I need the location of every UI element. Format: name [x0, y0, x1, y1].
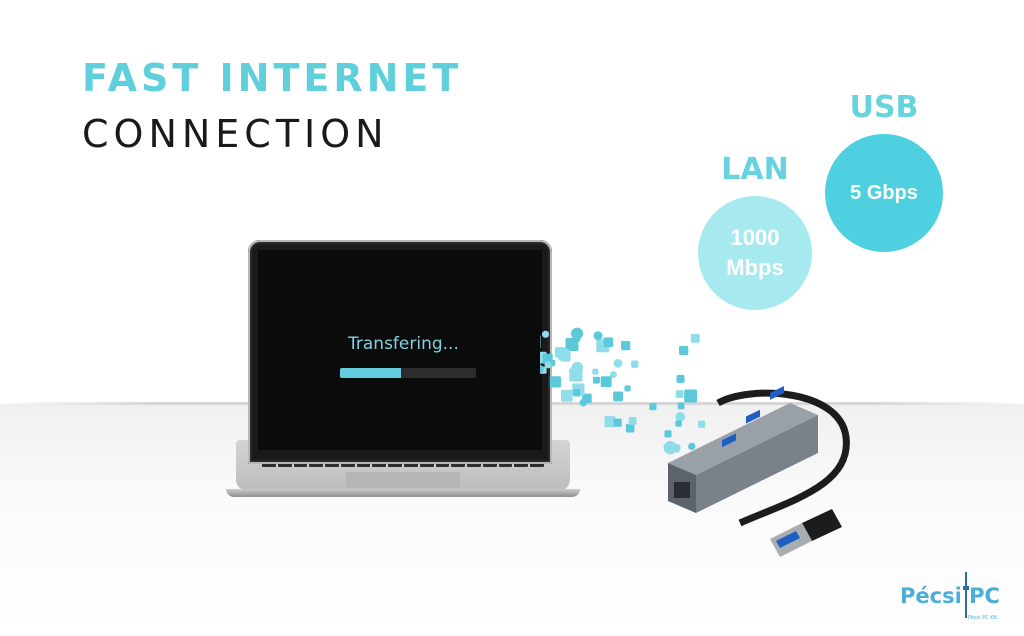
app-icon	[675, 412, 686, 422]
usb-cable	[716, 389, 850, 527]
app-icon	[613, 391, 624, 402]
usb-speed-badge: 5 Gbps	[825, 134, 943, 252]
app-icon	[613, 359, 623, 368]
app-icon	[603, 337, 614, 348]
app-icon	[609, 371, 617, 379]
app-icon	[671, 443, 681, 453]
app-icon	[554, 347, 566, 358]
app-icon	[690, 333, 700, 343]
transfer-progress-fill	[340, 368, 402, 378]
app-icon	[688, 442, 696, 451]
app-icon	[675, 390, 684, 398]
app-icon	[631, 360, 639, 368]
app-icon	[664, 430, 672, 438]
app-icon	[604, 416, 616, 428]
usb-plug	[770, 509, 842, 557]
app-icon	[624, 385, 631, 392]
headline-line-1: FAST INTERNET	[82, 56, 463, 100]
app-icon	[676, 374, 685, 383]
usb-hub-icon	[540, 327, 850, 557]
usb-port-icon	[722, 433, 736, 448]
app-icon	[573, 389, 581, 397]
lan-label: LAN	[721, 152, 789, 187]
app-icon	[572, 335, 581, 343]
app-icon	[560, 389, 573, 402]
app-icon	[613, 418, 622, 427]
app-icon	[592, 368, 599, 375]
app-icon	[540, 335, 541, 349]
app-icon	[625, 423, 635, 433]
usb-speed-value: 5 Gbps	[850, 181, 918, 204]
brand-logo: Pécsi PC	[900, 584, 1000, 608]
usb-label: USB	[849, 90, 919, 125]
app-icon	[649, 403, 657, 411]
usb-port-icon	[770, 385, 784, 400]
lan-speed-value: 1000 Mbps	[726, 225, 784, 280]
app-icon	[540, 364, 544, 375]
transfer-progress-bar	[340, 368, 476, 378]
lan-speed-badge: 1000 Mbps	[698, 196, 812, 310]
brand-logo-subtext: Pécsi PC Kft.	[968, 615, 999, 621]
headline-line-2: CONNECTION	[82, 112, 389, 156]
app-icon	[582, 393, 592, 404]
app-icon	[593, 331, 603, 341]
app-icon	[677, 402, 685, 410]
ethernet-port-icon	[674, 482, 690, 498]
laptop-front-edge	[226, 489, 580, 497]
app-icon	[628, 417, 637, 425]
app-icon	[542, 353, 553, 364]
app-icon	[592, 376, 600, 384]
laptop-screen	[258, 250, 542, 450]
app-icon	[571, 361, 584, 374]
app-icon	[541, 330, 550, 338]
app-icon	[600, 376, 612, 388]
app-icon	[675, 420, 682, 427]
app-icon	[698, 420, 706, 428]
laptop-trackpad	[346, 472, 460, 488]
app-icons-stream	[540, 327, 706, 455]
app-icon	[679, 345, 689, 356]
usb-port-icon	[746, 409, 760, 424]
transfer-status-text: Transfering...	[348, 334, 459, 354]
app-icon	[684, 389, 698, 403]
hub-body	[668, 385, 818, 513]
tv-tower-icon	[963, 572, 969, 618]
app-icon	[544, 361, 552, 369]
app-icon	[552, 377, 560, 385]
app-icon	[621, 341, 631, 351]
